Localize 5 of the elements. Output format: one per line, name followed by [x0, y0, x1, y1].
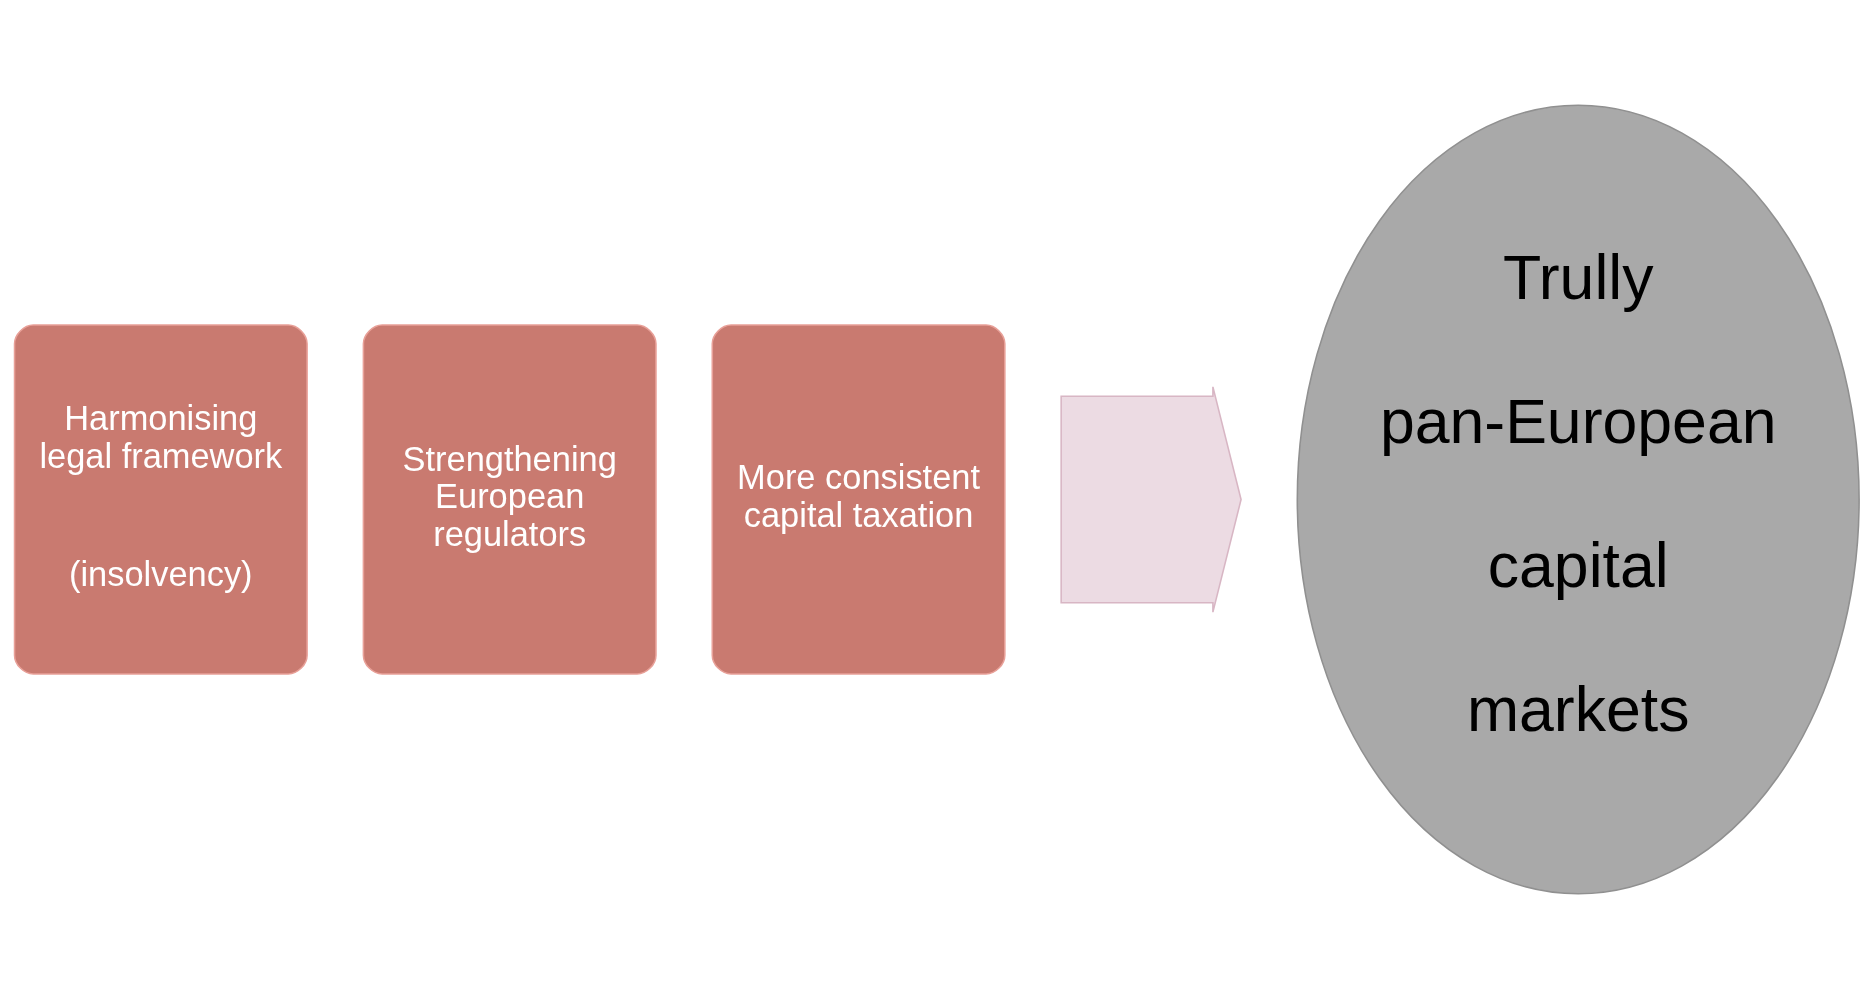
node-box: Strengthening European regulators: [362, 323, 657, 675]
node-ellipse: Trully pan-European capital markets: [1296, 104, 1860, 894]
node-arrow: [1060, 385, 1242, 613]
node-box: Harmonising legal framework (insolvency): [13, 323, 308, 675]
node-box: More consistent capital taxation: [711, 323, 1006, 675]
